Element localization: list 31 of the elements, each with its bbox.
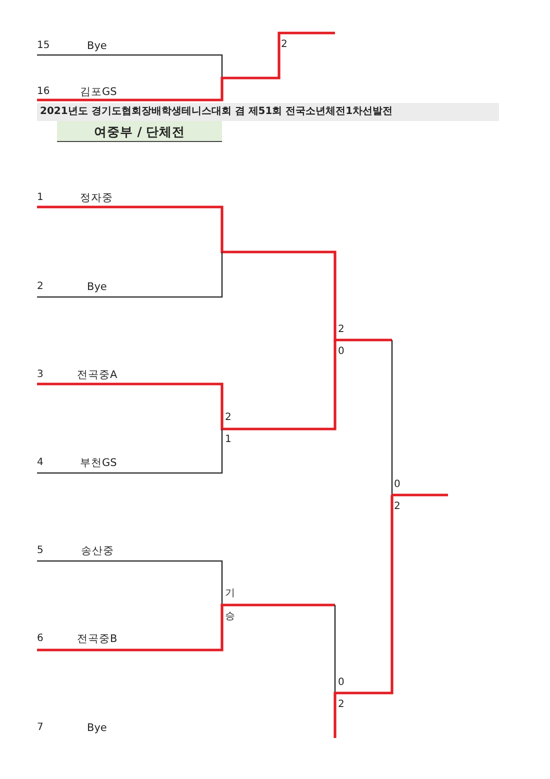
division-box: 여중부 / 단체전	[57, 121, 222, 142]
seed-number: 4	[37, 457, 44, 469]
seed-number: 6	[37, 633, 44, 645]
team-name: 정자중	[80, 192, 113, 204]
score-label: 0	[338, 346, 344, 358]
team-name: 송산중	[81, 545, 114, 557]
score-label: 2	[225, 412, 232, 424]
title-banner: 2021년도 경기도협회장배학생테니스대회 겸 제51회 전국소년체전1차선발전	[37, 103, 499, 121]
seed-number: 15	[37, 40, 50, 52]
seed-number: 7	[37, 722, 44, 734]
score-label: 0	[338, 677, 344, 689]
seed-number: 1	[37, 192, 44, 204]
score-label: 기	[225, 588, 235, 600]
team-name: Bye	[87, 281, 107, 293]
seed-number: 2	[37, 281, 44, 293]
score-label: 2	[338, 324, 344, 336]
team-name: 부천GS	[80, 457, 117, 469]
team-name: Bye	[87, 722, 107, 734]
score-label: 2	[338, 699, 344, 711]
score-label: 2	[394, 501, 400, 513]
score-label: 1	[225, 434, 232, 446]
team-name: 김포GS	[80, 86, 117, 98]
seed-number: 3	[37, 369, 44, 381]
score-label: 2	[281, 39, 288, 51]
score-label: 승	[225, 611, 235, 623]
seed-number: 16	[37, 86, 50, 98]
score-label: 0	[394, 479, 400, 491]
team-name: 전곡중B	[77, 633, 118, 645]
team-name: 전곡중A	[77, 369, 118, 381]
team-name: Bye	[87, 40, 107, 52]
seed-number: 5	[37, 545, 44, 557]
